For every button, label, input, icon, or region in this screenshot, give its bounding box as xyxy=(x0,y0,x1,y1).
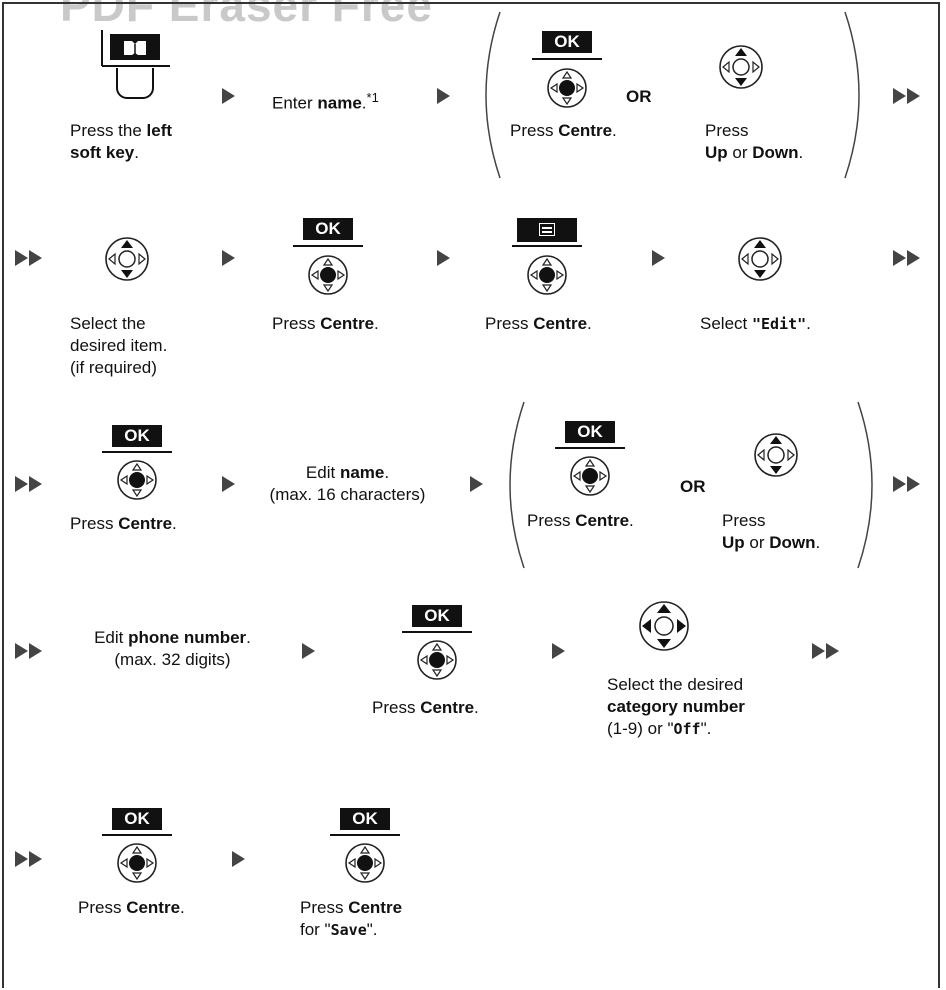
navigator-updown-icon xyxy=(735,234,785,284)
continue-arrow-icon xyxy=(15,250,45,266)
max-32-text: (max. 32 digits) xyxy=(114,650,231,669)
press-centre-text: Press Centre. xyxy=(272,314,379,333)
arrow-icon xyxy=(552,643,565,659)
navigator-centre-icon xyxy=(525,253,569,297)
max-16-text: (max. 16 characters) xyxy=(269,485,426,504)
continue-arrow-icon xyxy=(812,643,842,659)
divider xyxy=(402,631,472,633)
continue-arrow-icon xyxy=(893,88,923,104)
divider xyxy=(102,834,172,836)
divider xyxy=(555,447,625,449)
select-item-text-line3: (if required) xyxy=(70,358,157,377)
ok-softkey-icon: OK xyxy=(340,808,390,830)
divider xyxy=(532,58,602,60)
navigator-centre-icon xyxy=(115,841,159,885)
arrow-icon xyxy=(437,88,450,104)
press-centre-text: Press Centre. xyxy=(485,314,592,333)
open-paren xyxy=(485,11,501,179)
press-centre-text: Press Centre. xyxy=(527,511,634,530)
ok-softkey-icon: OK xyxy=(112,808,162,830)
navigator-centre-icon xyxy=(415,638,459,682)
navigator-centre-icon xyxy=(545,66,589,110)
press-centre-save-text: Press Centre xyxy=(300,898,403,917)
select-item-text-line2: desired item. xyxy=(70,336,168,355)
phonebook-key-icon xyxy=(100,28,180,108)
select-category-text: Select the desired xyxy=(607,675,744,694)
arrow-icon xyxy=(222,476,235,492)
press-up-down-text-line2: Up or Down. xyxy=(705,143,804,162)
navigator-centre-icon xyxy=(306,253,350,297)
close-paren xyxy=(844,11,860,179)
arrow-icon xyxy=(302,643,315,659)
press-centre-save-text-line2: for "Save". xyxy=(300,920,378,939)
press-centre-text: Press Centre. xyxy=(78,898,185,917)
continue-arrow-icon xyxy=(15,851,45,867)
press-up-down-text: Press xyxy=(705,121,749,140)
divider xyxy=(102,451,172,453)
navigator-updown-icon xyxy=(716,42,766,92)
navigator-updown-icon xyxy=(751,430,801,480)
continue-arrow-icon xyxy=(15,643,45,659)
watermark: PDF Eraser Free xyxy=(60,0,433,31)
press-left-soft-key-text-line2: soft key. xyxy=(70,143,139,162)
ok-softkey-icon: OK xyxy=(112,425,162,447)
or-label: OR xyxy=(626,87,652,106)
arrow-icon xyxy=(222,88,235,104)
press-left-soft-key-text: Press the left xyxy=(70,121,173,140)
continue-arrow-icon xyxy=(15,476,45,492)
menu-softkey-icon xyxy=(517,218,577,242)
ok-softkey-icon: OK xyxy=(565,421,615,443)
arrow-icon xyxy=(232,851,245,867)
continue-arrow-icon xyxy=(893,476,923,492)
divider xyxy=(512,245,582,247)
or-label: OR xyxy=(680,477,706,496)
navigator-4way-icon xyxy=(636,598,692,654)
arrow-icon xyxy=(222,250,235,266)
ok-softkey-icon: OK xyxy=(542,31,592,53)
category-range-text: (1-9) or "Off". xyxy=(607,719,712,738)
press-centre-text: Press Centre. xyxy=(510,121,617,140)
ok-softkey-icon: OK xyxy=(412,605,462,627)
arrow-icon xyxy=(470,476,483,492)
press-centre-text: Press Centre. xyxy=(372,698,479,717)
continue-arrow-icon xyxy=(893,250,923,266)
close-paren xyxy=(857,401,873,569)
press-up-down-text-line2: Up or Down. xyxy=(722,533,821,552)
ok-softkey-icon: OK xyxy=(303,218,353,240)
arrow-icon xyxy=(652,250,665,266)
navigator-centre-icon xyxy=(115,458,159,502)
navigator-centre-icon xyxy=(343,841,387,885)
edit-phone-number-text: Edit phone number. xyxy=(94,628,251,647)
navigator-updown-icon xyxy=(102,234,152,284)
open-paren xyxy=(509,401,525,569)
select-edit-text: Select "Edit". xyxy=(700,314,811,333)
arrow-icon xyxy=(437,250,450,266)
select-item-text: Select the xyxy=(70,314,146,333)
enter-name-text: Enter name.*1 xyxy=(272,90,379,113)
edit-name-text: Edit name. xyxy=(305,463,390,482)
category-number-text: category number xyxy=(607,697,745,716)
divider xyxy=(330,834,400,836)
navigator-centre-icon xyxy=(568,454,612,498)
press-up-down-text: Press xyxy=(722,511,766,530)
press-centre-text: Press Centre. xyxy=(70,514,177,533)
divider xyxy=(293,245,363,247)
